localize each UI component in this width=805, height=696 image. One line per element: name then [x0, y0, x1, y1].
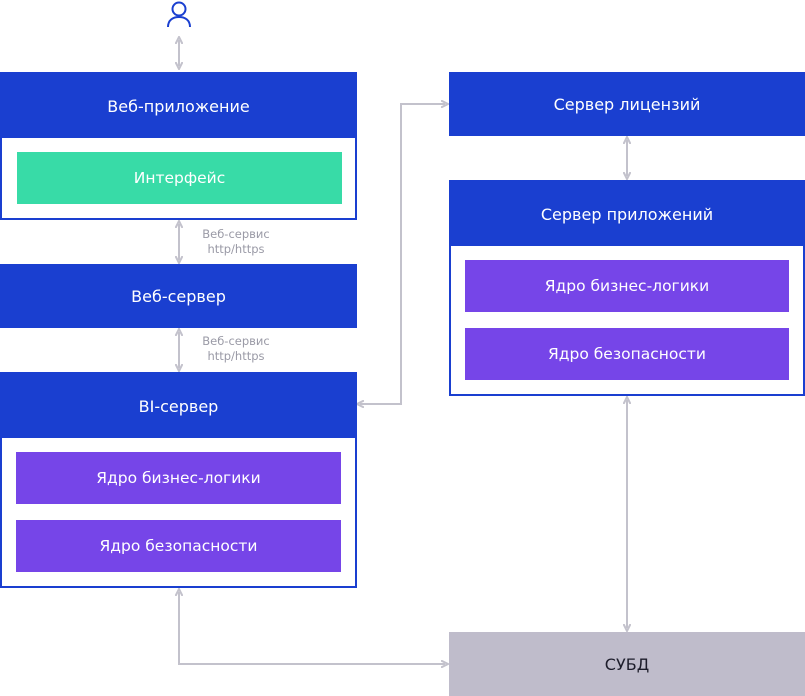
bi-server-title: BI-сервер — [2, 374, 355, 438]
user-icon — [167, 1, 191, 28]
link-note-webapp-webserver: Веб-сервис http/https — [191, 227, 281, 257]
link-protocol: http/https — [207, 242, 265, 256]
bi-core-logic-block: Ядро бизнес-логики — [16, 452, 341, 504]
web-server-box: Веб-сервер — [0, 264, 357, 328]
connector-bi-dbms — [179, 592, 445, 664]
app-server-title: Сервер приложений — [451, 182, 803, 246]
web-app-title: Веб-приложение — [2, 74, 355, 138]
bi-core-security-block: Ядро безопасности — [16, 520, 341, 572]
link-protocol-name: Веб-сервис — [202, 227, 270, 241]
app-core-logic-block: Ядро бизнес-логики — [465, 260, 789, 312]
bi-server-box: BI-сервер Ядро бизнес-логики Ядро безопа… — [0, 372, 357, 588]
link-protocol: http/https — [207, 349, 265, 363]
web-app-box: Веб-приложение Интерфейс — [0, 72, 357, 220]
interface-block: Интерфейс — [17, 152, 342, 204]
link-note-webserver-bi: Веб-сервис http/https — [191, 334, 281, 364]
link-protocol-name: Веб-сервис — [202, 334, 270, 348]
license-server-box: Сервер лицензий — [449, 72, 805, 136]
dbms-box: СУБД — [449, 632, 805, 696]
connector-bi-license — [360, 104, 445, 404]
app-server-box: Сервер приложений Ядро бизнес-логики Ядр… — [449, 180, 805, 396]
app-core-security-block: Ядро безопасности — [465, 328, 789, 380]
